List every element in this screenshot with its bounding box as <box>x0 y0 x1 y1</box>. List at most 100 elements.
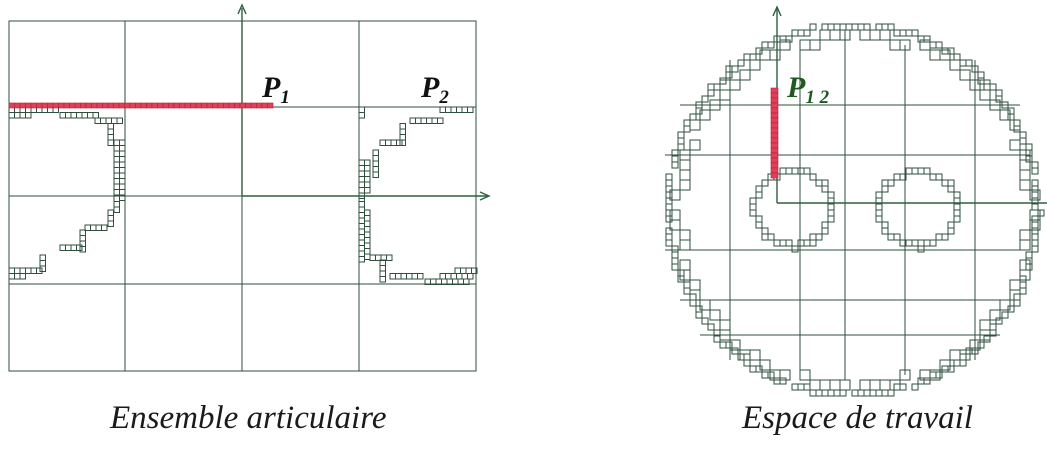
workspace-cell <box>731 65 739 73</box>
boundary-cell <box>358 256 365 263</box>
workspace-cell <box>1025 251 1033 259</box>
highlight-cell <box>41 102 48 109</box>
boundary-cell <box>14 267 21 274</box>
boundary-cell <box>456 273 463 280</box>
boundary-cell <box>399 128 406 135</box>
highlight-cell <box>179 102 186 109</box>
workspace-cell <box>679 159 691 171</box>
hole-cell <box>917 167 925 175</box>
boundary-cell <box>119 139 126 146</box>
workspace-cell <box>833 23 841 31</box>
workspace-cell <box>995 89 1003 97</box>
boundary-cell <box>364 248 371 255</box>
highlight-cell <box>770 172 779 179</box>
boundary-cell <box>358 112 365 119</box>
workspace-cell <box>879 379 891 391</box>
boundary-cell <box>399 123 406 130</box>
workspace-cell <box>999 109 1011 121</box>
highlight-cell <box>770 137 779 144</box>
workspace-cell <box>869 389 877 397</box>
boundary-cell <box>119 161 126 168</box>
workspace-cell <box>731 347 739 355</box>
highlight-cell <box>770 157 779 164</box>
workspace-cell <box>809 379 821 391</box>
boundary-cell <box>116 117 123 124</box>
workspace-cell <box>759 359 771 371</box>
workspace-cell <box>995 317 1003 325</box>
boundary-cell <box>111 117 118 124</box>
boundary-cell <box>379 139 386 146</box>
hole-cell <box>953 191 961 199</box>
workspace-cell <box>695 305 703 313</box>
boundary-cell <box>113 172 120 179</box>
workspace-cell <box>683 281 691 289</box>
hole-cell <box>821 221 829 229</box>
workspace-cell <box>953 53 961 61</box>
workspace-cell <box>671 149 679 157</box>
workspace-cell <box>701 95 709 103</box>
workspace-cell <box>821 23 829 31</box>
boundary-cell <box>113 145 120 152</box>
right-inner-boundary-cells <box>749 167 961 253</box>
hole-cell <box>875 191 883 199</box>
workspace-cell <box>845 23 853 31</box>
boundary-cell <box>406 273 413 280</box>
boundary-cell <box>119 167 126 174</box>
workspace-cell <box>713 83 721 91</box>
workspace-cell <box>773 377 781 385</box>
workspace-cell <box>1009 279 1021 291</box>
workspace-cell <box>665 185 673 193</box>
workspace-cell <box>689 139 701 151</box>
boundary-cell <box>386 254 393 261</box>
workspace-cell <box>1029 189 1041 201</box>
hole-cell <box>821 179 829 187</box>
highlight-cell <box>30 102 37 109</box>
boundary-cell <box>14 273 21 280</box>
highlight-cell <box>217 102 224 109</box>
workspace-cell <box>665 209 673 217</box>
boundary-cell <box>19 273 26 280</box>
hole-cell <box>929 173 937 181</box>
hole-cell <box>761 179 769 187</box>
highlight-cell <box>25 102 32 109</box>
workspace-cell <box>1031 245 1039 253</box>
workspace-cell <box>679 229 691 241</box>
workspace-cell <box>665 191 673 199</box>
workspace-cell <box>679 239 691 251</box>
hole-cell <box>761 179 769 187</box>
hole-cell <box>809 233 817 241</box>
workspace-cell <box>941 365 949 373</box>
boundary-cell <box>364 209 371 216</box>
hole-cell <box>767 233 775 241</box>
hole-cell <box>809 173 817 181</box>
workspace-cell <box>689 289 701 301</box>
workspace-cell <box>679 259 691 271</box>
boundary-cell <box>358 234 365 241</box>
workspace-cell <box>949 349 961 361</box>
workspace-cell <box>1007 305 1015 313</box>
highlight-cell <box>69 102 76 109</box>
boundary-cell <box>358 239 365 246</box>
workspace-cell <box>815 389 823 397</box>
workspace-cell <box>769 369 781 381</box>
workspace-cell <box>665 197 673 205</box>
workspace-cell <box>719 79 731 91</box>
boundary-cell <box>65 112 72 119</box>
boundary-cell <box>70 244 77 251</box>
workspace-cell <box>979 79 991 91</box>
workspace-cell <box>1019 179 1031 191</box>
boundary-cell <box>8 112 15 119</box>
hole-cell <box>935 173 943 181</box>
boundary-cell <box>113 161 120 168</box>
right-main-grid <box>665 30 1030 380</box>
highlight-cell <box>223 102 230 109</box>
right-y-arrow-icon <box>772 5 782 17</box>
label-p1: P1 <box>261 71 290 108</box>
workspace-cell <box>665 179 673 187</box>
workspace-cell <box>779 39 791 51</box>
hole-cell <box>791 167 799 175</box>
highlight-cell <box>770 132 779 139</box>
workspace-cell <box>749 53 757 61</box>
boundary-cell <box>471 267 478 274</box>
highlight-cell <box>234 102 241 109</box>
